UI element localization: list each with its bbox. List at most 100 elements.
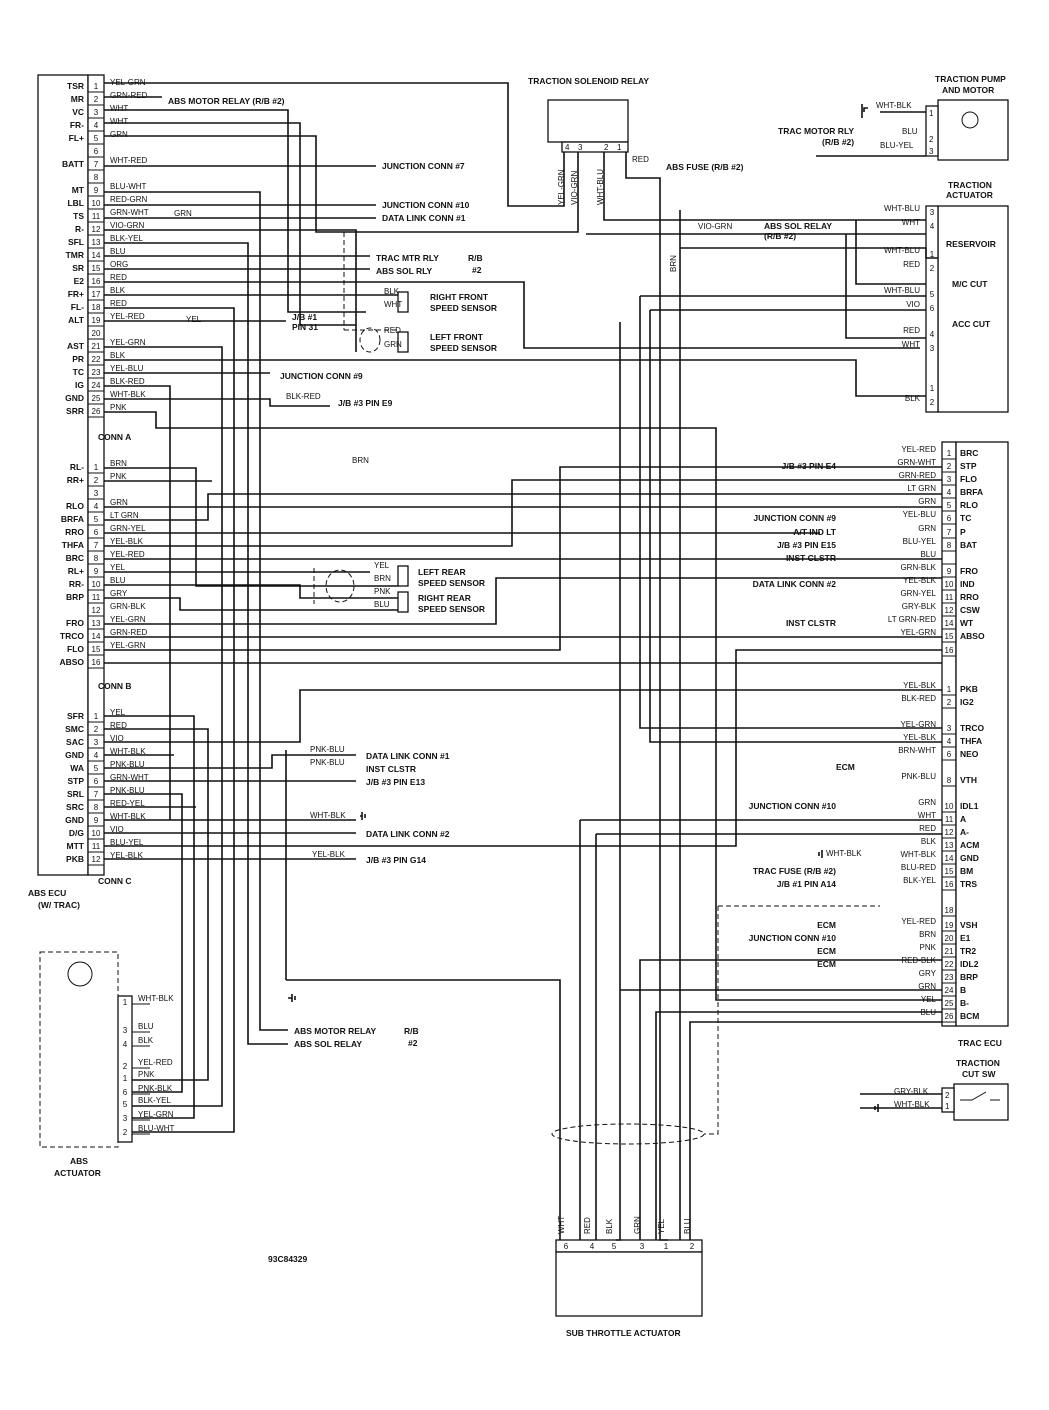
rf-sensor-label-2: SPEED SENSOR [430,303,497,313]
abs-ecu-pin-strip [87,74,105,876]
trac-pin-number: 18 [945,906,954,915]
ecu-wire-color: PNK [110,403,127,412]
ecu-pin-number: 5 [94,764,99,773]
ecu-pin-name: THFA [62,540,84,550]
trac-wire-color: LT GRN-RED [888,615,936,624]
ecu-pin-number: 5 [94,515,99,524]
ecu-pin-name: FLO [67,644,84,654]
ta-pin-number: 6 [930,304,935,313]
ta-pin-number: 1 [930,250,935,259]
trac-wire-color: GRY-BLK [902,602,937,611]
ecu-wire-color: BLK-RED [110,377,145,386]
trac-callout: A/T IND LT [793,527,837,537]
ecu-wire-color: GRN-WHT [110,208,149,217]
ground-icon [818,850,823,858]
trac-pin-number: 13 [945,841,954,850]
rf-sensor-box [397,291,409,313]
wire-label-wht-blk: WHT-BLK [310,811,346,820]
ecu-pin-number: 8 [94,803,99,812]
ecu-wire-color: GRN [110,498,128,507]
abs-act-pin-number: 3 [123,1026,128,1035]
ecu-pin-name: PKB [66,854,84,864]
trac-callout: DATA LINK CONN #2 [753,579,837,589]
abs-ecu-callouts: ABS MOTOR RELAY (R/B #2) JUNCTION CONN #… [168,96,483,865]
ecu-pin-name: GND [65,393,84,403]
lr-wire-1: YEL [374,561,390,570]
wire-label-pnk-blu-1: PNK-BLU [310,745,345,754]
ecu-pin-name: GND [65,750,84,760]
trac-ecu-body [955,441,1009,1027]
trac-pin-number: 6 [947,514,952,523]
switch-symbol-icon [960,1091,1000,1101]
ta-pin-number: 2 [930,398,935,407]
trac-pin-number: 12 [945,606,954,615]
trac-wire-color: BLK-YEL [903,876,936,885]
ecu-pin-number: 18 [92,303,101,312]
ecu-wire-color: WHT-BLK [110,812,146,821]
lf-sensor-box [397,331,409,353]
trac-callout: JUNCTION CONN #10 [749,801,837,811]
trac-pin-number: 5 [947,501,952,510]
ecu-wire-color: WHT-BLK [110,390,146,399]
trac-pin-number: 9 [947,567,952,576]
trac-callout: ECM [817,959,836,969]
trac-wire-color: RED [919,824,936,833]
trac-pin-number: 14 [945,854,954,863]
conn-b-label: CONN B [98,681,132,691]
ta-wire-color: WHT [902,218,920,227]
abs-act-rb: R/B [404,1026,419,1036]
rr-sensor-box [397,591,409,613]
trac-pin-name: STP [960,461,977,471]
ta-wire-color: WHT-BLU [884,204,920,213]
trac-wire-color: BLK-RED [901,694,936,703]
ta-wire-color: RED [903,260,920,269]
ecu-pin-name: RRO [65,527,84,537]
ecu-pin-number: 24 [92,381,101,390]
trac-callout: JUNCTION CONN #9 [753,513,836,523]
ecu-pin-name: SRL [67,789,84,799]
ta-wire-color: RED [903,326,920,335]
ecu-pin-number: 17 [92,290,101,299]
ta-pin-number: 5 [930,290,935,299]
callout-pin31: PIN 31 [292,322,318,332]
pump-wire-1: WHT-BLK [876,101,912,110]
ecu-pin-name: TRCO [60,631,84,641]
ecu-pin-name: E2 [74,276,85,286]
ecu-wire-color: VIO [110,734,124,743]
ecu-pin-number: 10 [92,199,101,208]
abs-actuator: ABS ACTUATOR ABS MOTOR RELAY ABS SOL REL… [39,951,419,1178]
ecu-pin-name: MT [72,185,85,195]
sub-throttle-actuator: SUB THROTTLE ACTUATOR 6WHT4RED5BLK3GRN1Y… [555,1216,703,1338]
rr-sensor-label-1: RIGHT REAR [418,593,471,603]
ecu-wire-color: VIO [110,825,124,834]
trac-callout: J/B #1 PIN A14 [777,879,836,889]
ground-icon [861,104,868,118]
ta-pin-number: 1 [930,384,935,393]
abs-pump-motor-icon [67,961,93,987]
ecu-pin-name: ABSO [59,657,84,667]
trac-callout: ECM [817,920,836,930]
abs-act-wire-color: YEL-RED [138,1058,173,1067]
ground-icon [874,1104,879,1112]
ecu-wire-color: YEL-RED [110,550,145,559]
ecu-pin-name: PR [72,354,84,364]
sta-wire-color: WHT [557,1216,566,1234]
ecu-pin-number: 11 [92,212,101,221]
tsr-body [547,99,629,143]
callout-junction-conn-10: JUNCTION CONN #10 [382,200,470,210]
ecu-pin-number: 21 [92,342,101,351]
trac-wire-color: GRN [918,798,936,807]
ecu-pin-name: SRR [66,406,84,416]
trac-callout: JUNCTION CONN #10 [749,933,837,943]
tsr-pin-1: 1 [617,143,622,152]
lr-wire-2: BRN [374,574,391,583]
sta-title: SUB THROTTLE ACTUATOR [566,1328,681,1338]
ta-pin-number: 3 [930,344,935,353]
trac-pin-number: 1 [947,449,952,458]
ecu-pin-number: 25 [92,394,101,403]
trac-pin-name: B [960,985,966,995]
trac-pin-name: RRO [960,592,979,602]
